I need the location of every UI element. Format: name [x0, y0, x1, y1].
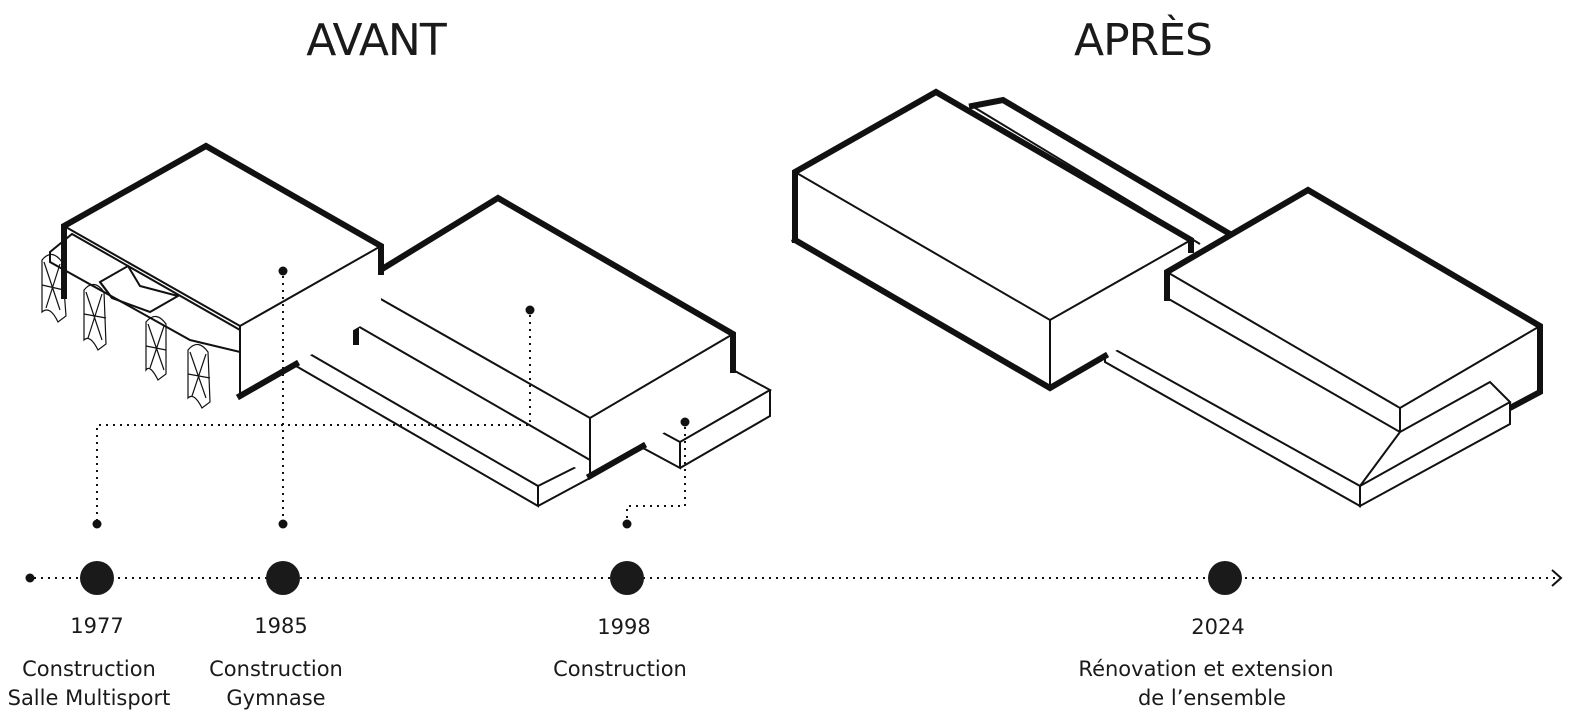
- marker-1977-top: [525, 305, 535, 315]
- label-2024-line2: de l’ensemble: [1138, 686, 1286, 710]
- label-2024-line1: Rénovation et extension: [1078, 657, 1333, 681]
- building-1977-salle-multisport: [41, 142, 384, 409]
- marker-gymnase-top: [278, 266, 288, 276]
- label-1998-line1: Construction: [553, 657, 687, 681]
- timeline-node-1977: [80, 561, 114, 595]
- marker-1998-top: [680, 417, 690, 427]
- building-1985-gymnase: [353, 194, 736, 481]
- label-1985-line1: Construction: [209, 657, 343, 681]
- timeline: 1977 Construction Salle Multisport 1985 …: [8, 561, 1563, 710]
- heading-before: AVANT: [306, 15, 447, 66]
- label-1977-line1: Construction: [22, 657, 156, 681]
- timeline-node-1985: [266, 561, 300, 595]
- year-2024: 2024: [1191, 615, 1244, 639]
- year-1985: 1985: [254, 614, 307, 638]
- label-1977-line2: Salle Multisport: [8, 686, 171, 710]
- heading-after: APRÈS: [1074, 13, 1212, 66]
- year-1998: 1998: [597, 615, 650, 639]
- timeline-start-dot: [25, 573, 35, 583]
- label-1985-line2: Gymnase: [226, 686, 325, 710]
- building-2024-left-block: [790, 88, 1194, 392]
- building-2024-right-block: [1164, 186, 1543, 508]
- year-1977: 1977: [70, 614, 123, 638]
- timeline-arrow-icon: [1551, 569, 1563, 587]
- timeline-node-2024: [1208, 561, 1242, 595]
- timeline-node-1998: [610, 561, 644, 595]
- leader-lines: [92, 266, 690, 529]
